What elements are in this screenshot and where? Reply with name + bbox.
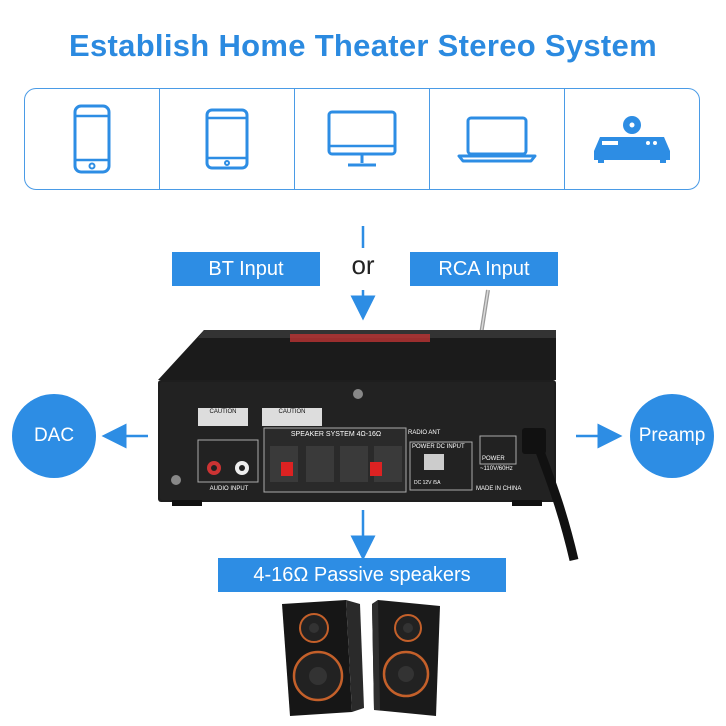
page-title: Establish Home Theater Stereo System <box>69 28 657 63</box>
dvd-player-icon <box>594 116 670 163</box>
bt-input-label: BT Input <box>172 252 320 286</box>
rca-input-label: RCA Input <box>410 252 558 286</box>
tablet-icon <box>205 108 249 170</box>
power-dc-input-text: POWER DC INPUT <box>412 444 465 450</box>
caution-left-text: CAUTION <box>209 409 237 415</box>
dac-output: DAC <box>12 394 96 478</box>
speakers-label: 4-16Ω Passive speakers <box>218 558 506 592</box>
device-cell-phone <box>25 89 160 189</box>
radio-ant-text: RADIO ANT <box>408 430 441 436</box>
device-cell-monitor <box>295 89 430 189</box>
source-devices-panel <box>24 88 700 190</box>
device-cell-laptop <box>430 89 565 189</box>
preamp-output: Preamp <box>630 394 714 478</box>
dc-rating-text: DC 12V /5A <box>414 480 441 486</box>
right-speaker <box>372 600 440 716</box>
device-cell-tablet <box>160 89 295 189</box>
audio-input-text: AUDIO INPUT <box>209 486 249 492</box>
speaker-system-text: SPEAKER SYSTEM 4Ω-16Ω <box>290 431 382 438</box>
device-cell-dvd <box>565 89 699 189</box>
laptop-icon <box>457 116 537 163</box>
or-text: or <box>351 250 375 280</box>
voltage-text: ~110V/60Hz <box>480 466 513 472</box>
left-speaker <box>282 600 364 716</box>
caution-right-text: CAUTION <box>278 409 306 415</box>
phone-icon <box>73 104 111 174</box>
power-text: POWER <box>482 456 505 462</box>
made-in-text: MADE IN CHINA <box>476 486 522 492</box>
monitor-icon <box>327 110 397 167</box>
